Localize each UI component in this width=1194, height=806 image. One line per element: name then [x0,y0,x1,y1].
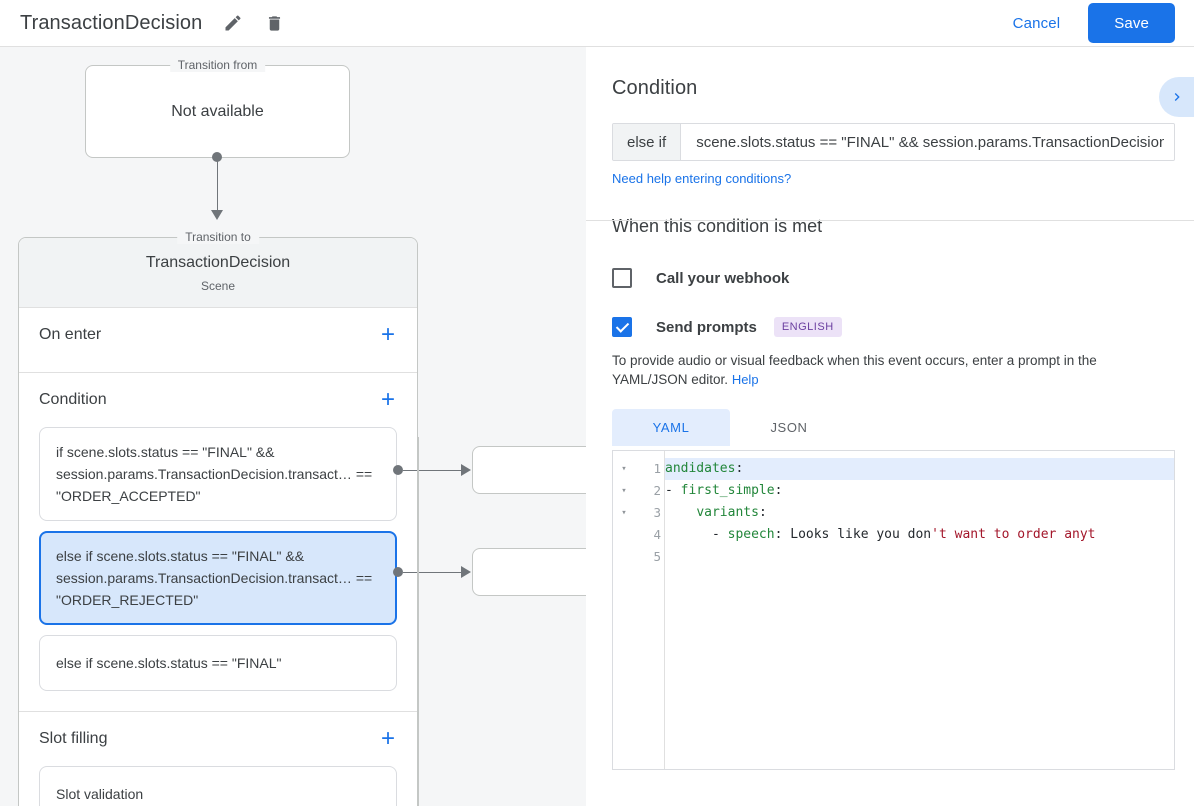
collapse-panel-button[interactable] [1159,77,1194,117]
condition-input-row[interactable]: else if [612,123,1175,161]
connector-rail [417,437,419,806]
connector-arrow-right [461,566,471,578]
when-condition-met-heading: When this condition is met [612,216,823,236]
editor-fold-column: ▾ ▾ ▾ [613,451,635,769]
save-button[interactable]: Save [1088,3,1175,43]
when-condition-met-section: When this condition is met Call your web… [586,188,1194,770]
trash-icon [268,15,280,31]
transition-to-legend: Transition to [177,230,259,244]
section-header: On enter + [19,308,417,362]
call-webhook-label: Call your webhook [656,269,790,287]
section-slot-filling: Slot filling + Slot validation [19,712,417,806]
cancel-button[interactable]: Cancel [999,7,1075,40]
section-on-enter: On enter + [19,308,417,373]
section-header: Condition + [19,373,417,427]
prompts-helper-body: To provide audio or visual feedback when… [612,353,1097,387]
line-number: 1 [653,461,661,476]
fold-toggle[interactable]: ▾ [621,464,627,474]
connector-dot [393,567,403,577]
connector-arrow-right [461,464,471,476]
add-slot-filling-button[interactable]: + [380,725,395,752]
pencil-icon [225,15,241,31]
editor-code-area[interactable]: andidates: - first_simple: variants: - s… [665,451,1174,769]
tab-yaml[interactable]: YAML [612,409,730,446]
condition-heading: Condition [612,77,698,99]
transition-target-box[interactable] [472,446,586,494]
add-on-enter-button[interactable]: + [380,321,395,348]
scene-header: TransactionDecision Scene [19,238,417,308]
section-condition: Condition + if scene.slots.status == "FI… [19,373,417,712]
slot-validation-item[interactable]: Slot validation [39,766,397,806]
section-title-slot-filling: Slot filling [39,730,108,747]
tab-json[interactable]: JSON [770,420,808,435]
code-line[interactable]: variants: [696,505,767,520]
scene-type: Scene [200,279,236,293]
condition-item[interactable]: else if scene.slots.status == "FINAL" [39,635,397,691]
transition-from-value: Not available [171,102,264,120]
section-title-condition: Condition [39,391,107,408]
send-prompts-label: Send prompts [656,318,757,336]
editor-format-tabs: YAML JSON [612,409,1168,446]
code-line[interactable]: - speech: Looks like you don't want to o… [665,527,1096,542]
condition-item[interactable]: if scene.slots.status == "FINAL" && sess… [39,427,397,521]
code-editor[interactable]: ▾ ▾ ▾ 1 2 3 4 5 andidates: - first_simpl… [612,450,1175,770]
page-title: TransactionDecision [20,11,203,34]
transition-from-card[interactable]: Transition from Not available [85,58,350,158]
editor-line-numbers: 1 2 3 4 5 [635,451,665,769]
top-bar: TransactionDecision Cancel Save [0,0,1194,47]
transition-to-card[interactable]: Transition to TransactionDecision Scene … [18,230,418,806]
chevron-right-icon [1174,93,1180,101]
connector-arrow-down [211,210,223,220]
section-title-on-enter: On enter [39,326,102,343]
line-number: 3 [653,505,661,520]
language-badge: ENGLISH [773,317,842,337]
details-panel: Condition else if Need help entering con… [586,47,1194,806]
panel-divider [586,220,1194,221]
code-line[interactable]: andidates: [665,458,1174,480]
line-number: 5 [653,549,661,564]
code-line[interactable] [665,546,1174,568]
flow-canvas[interactable]: Transition from Not available Transition… [0,47,586,806]
add-condition-button[interactable]: + [380,386,395,413]
condition-item-selected[interactable]: else if scene.slots.status == "FINAL" &&… [39,531,397,625]
send-prompts-row[interactable]: Send prompts ENGLISH [612,317,1168,337]
transition-target-box[interactable] [472,548,586,596]
condition-section: Condition else if Need help entering con… [586,47,1194,188]
send-prompts-checkbox[interactable] [612,317,632,337]
connector-dot [393,465,403,475]
fold-toggle[interactable]: ▾ [621,508,627,518]
call-webhook-checkbox[interactable] [612,268,632,288]
section-header: Slot filling + [19,712,417,766]
condition-help-link[interactable]: Need help entering conditions? [612,171,792,186]
connector-line [403,571,465,573]
connector-line [403,469,465,471]
prompts-helper-text: To provide audio or visual feedback when… [612,351,1172,389]
line-number: 4 [653,527,661,542]
delete-button[interactable] [259,8,289,38]
connector-line [216,157,218,215]
prompts-help-link[interactable]: Help [731,372,759,387]
condition-prefix: else if [613,124,682,160]
code-line[interactable]: - first_simple: [665,483,783,498]
line-number: 2 [653,483,661,498]
condition-expression-input[interactable] [681,124,1174,160]
transition-from-legend: Transition from [169,58,266,72]
edit-name-button[interactable] [218,8,248,38]
fold-toggle[interactable]: ▾ [621,486,627,496]
webhook-row[interactable]: Call your webhook [612,268,1168,288]
scene-name: TransactionDecision [145,254,291,271]
